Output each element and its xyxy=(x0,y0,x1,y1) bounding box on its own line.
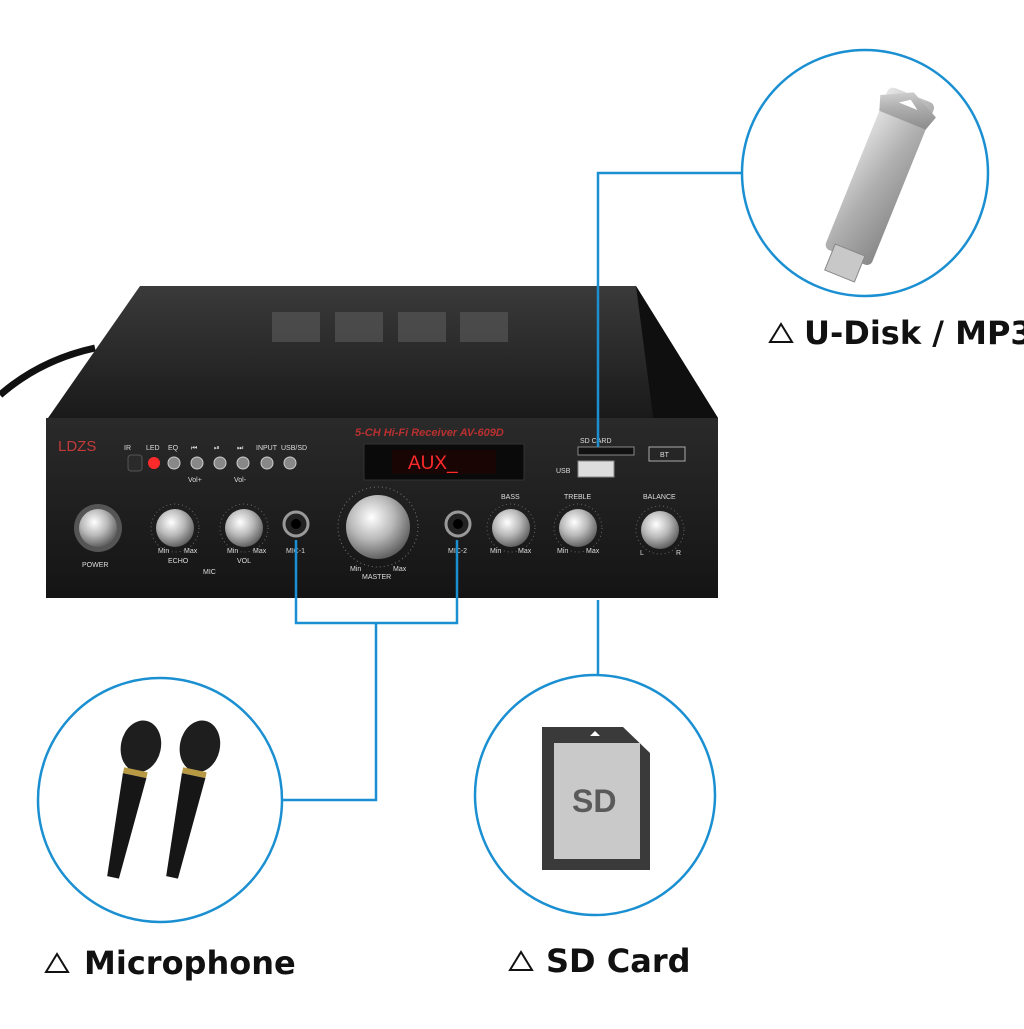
model-label: 5-CH Hi-Fi Receiver AV-609D xyxy=(355,427,504,439)
btn-label-usbsd: USB/SD xyxy=(281,445,307,452)
power-button[interactable] xyxy=(79,509,117,547)
sd-card-icon: SD xyxy=(542,727,650,870)
balance-l: L xyxy=(640,550,644,557)
led-display-window xyxy=(392,450,496,474)
triangle-outline-icon xyxy=(768,314,794,352)
sd-card-label: SD CARD xyxy=(580,438,612,445)
echo-min: Min xyxy=(158,548,169,555)
balance-r: R xyxy=(676,550,681,557)
vol-label: VOL xyxy=(237,558,251,565)
vol-max: Max xyxy=(253,548,267,555)
bass-label: BASS xyxy=(501,494,520,501)
master-max: Max xyxy=(393,566,407,573)
next-button[interactable] xyxy=(236,456,250,470)
connector-lines xyxy=(282,171,743,802)
led-indicator xyxy=(148,457,160,469)
sd-chip-label: SD xyxy=(572,783,616,819)
master-min: Min xyxy=(350,566,361,573)
usb-label: USB xyxy=(556,468,571,475)
display-readout: AUX_ xyxy=(408,453,458,474)
btn-label-prev: ⏮ xyxy=(191,445,197,452)
bt-label: BT xyxy=(660,452,670,459)
vol-min: Min xyxy=(227,548,238,555)
knob-labels: POWER Min Max ECHO Min Max VOL MIC MIC-1… xyxy=(82,438,681,581)
udisk-callout-label: U-Disk / MP3 xyxy=(768,314,1024,352)
treble-min: Min xyxy=(557,548,568,555)
usb-drive-icon xyxy=(824,87,936,283)
prev-button[interactable] xyxy=(190,456,204,470)
usb-port xyxy=(577,460,615,478)
mic-vol-knob[interactable] xyxy=(225,509,263,547)
bass-max: Max xyxy=(518,548,532,555)
bass-min: Min xyxy=(490,548,501,555)
knob-group xyxy=(150,486,685,568)
bt-badge xyxy=(648,446,686,462)
top-button-labels: IR LED EQ ⏮ ⏯ ⏭ INPUT USB/SD Vol+ Vol- xyxy=(124,445,307,484)
balance-knob[interactable] xyxy=(641,511,679,549)
echo-label: ECHO xyxy=(168,558,189,565)
sdcard-label-text: SD Card xyxy=(546,942,691,980)
balance-label: BALANCE xyxy=(643,494,676,501)
power-label: POWER xyxy=(82,562,108,569)
treble-label: TREBLE xyxy=(564,494,592,501)
play-pause-button[interactable] xyxy=(213,456,227,470)
triangle-outline-icon xyxy=(508,942,534,980)
top-button-row xyxy=(127,454,297,472)
btn-label-led: LED xyxy=(146,445,160,452)
vol-minus-label: Vol- xyxy=(234,477,247,484)
microphone-callout-circle xyxy=(36,676,284,924)
master-knob[interactable] xyxy=(346,495,410,559)
microphone-icon xyxy=(107,720,221,879)
btn-label-ir: IR xyxy=(124,445,131,452)
udisk-connector xyxy=(596,171,743,447)
btn-label-play: ⏯ xyxy=(214,445,220,452)
vent-grilles xyxy=(272,312,508,342)
treble-max: Max xyxy=(586,548,600,555)
bass-knob[interactable] xyxy=(492,509,530,547)
vol-plus-label: Vol+ xyxy=(188,477,202,484)
input-button[interactable] xyxy=(260,456,274,470)
master-label: MASTER xyxy=(362,574,391,581)
echo-knob[interactable] xyxy=(156,509,194,547)
sd-card-slot xyxy=(577,446,635,456)
udisk-label-text: U-Disk / MP3 xyxy=(804,314,1024,352)
amp-top xyxy=(48,286,718,418)
mic-group-label: MIC xyxy=(203,569,216,576)
power-cable xyxy=(0,344,96,398)
brand-label: LDZS xyxy=(58,438,96,455)
sdcard-callout-label: SD Card xyxy=(508,942,691,980)
btn-label-eq: EQ xyxy=(168,445,179,452)
echo-max: Max xyxy=(184,548,198,555)
microphone-label-text: Microphone xyxy=(84,944,296,982)
btn-label-next: ⏭ xyxy=(237,445,244,452)
usb-sd-button[interactable] xyxy=(283,456,297,470)
eq-button[interactable] xyxy=(167,456,181,470)
treble-knob[interactable] xyxy=(559,509,597,547)
microphone-callout-label: Microphone xyxy=(44,944,296,982)
triangle-outline-icon xyxy=(44,944,70,982)
btn-label-input: INPUT xyxy=(256,445,278,452)
mic-connector xyxy=(282,623,378,802)
